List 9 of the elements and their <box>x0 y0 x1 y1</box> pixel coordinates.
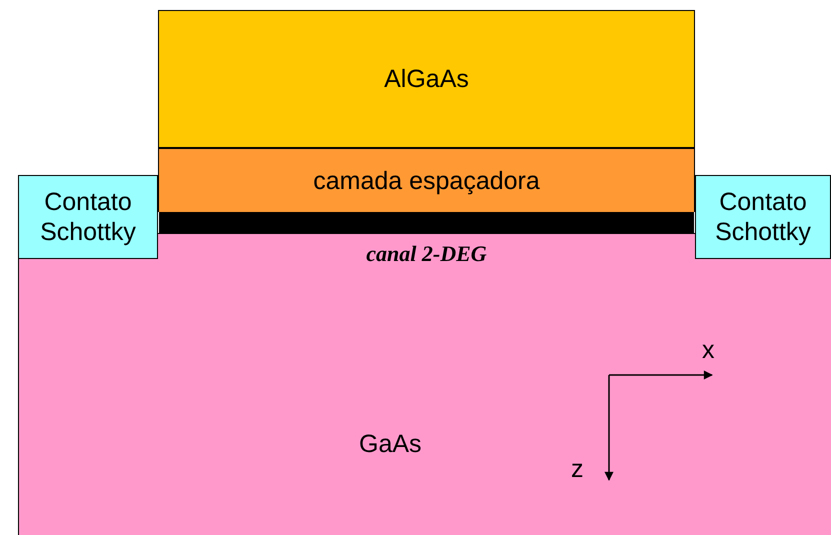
axis-label: x <box>702 336 714 365</box>
channel-caption: canal 2-DEG <box>365 241 488 267</box>
contact-pad: Contato Schottky <box>18 175 158 259</box>
spacer-layer: camada espaçadora <box>158 148 695 212</box>
contact-pad: Contato Schottky <box>695 175 831 259</box>
channel-bar <box>159 212 694 233</box>
algaas-layer: AlGaAs <box>158 10 695 148</box>
layer-label: GaAs <box>359 429 422 459</box>
axis-label: z <box>571 455 584 484</box>
